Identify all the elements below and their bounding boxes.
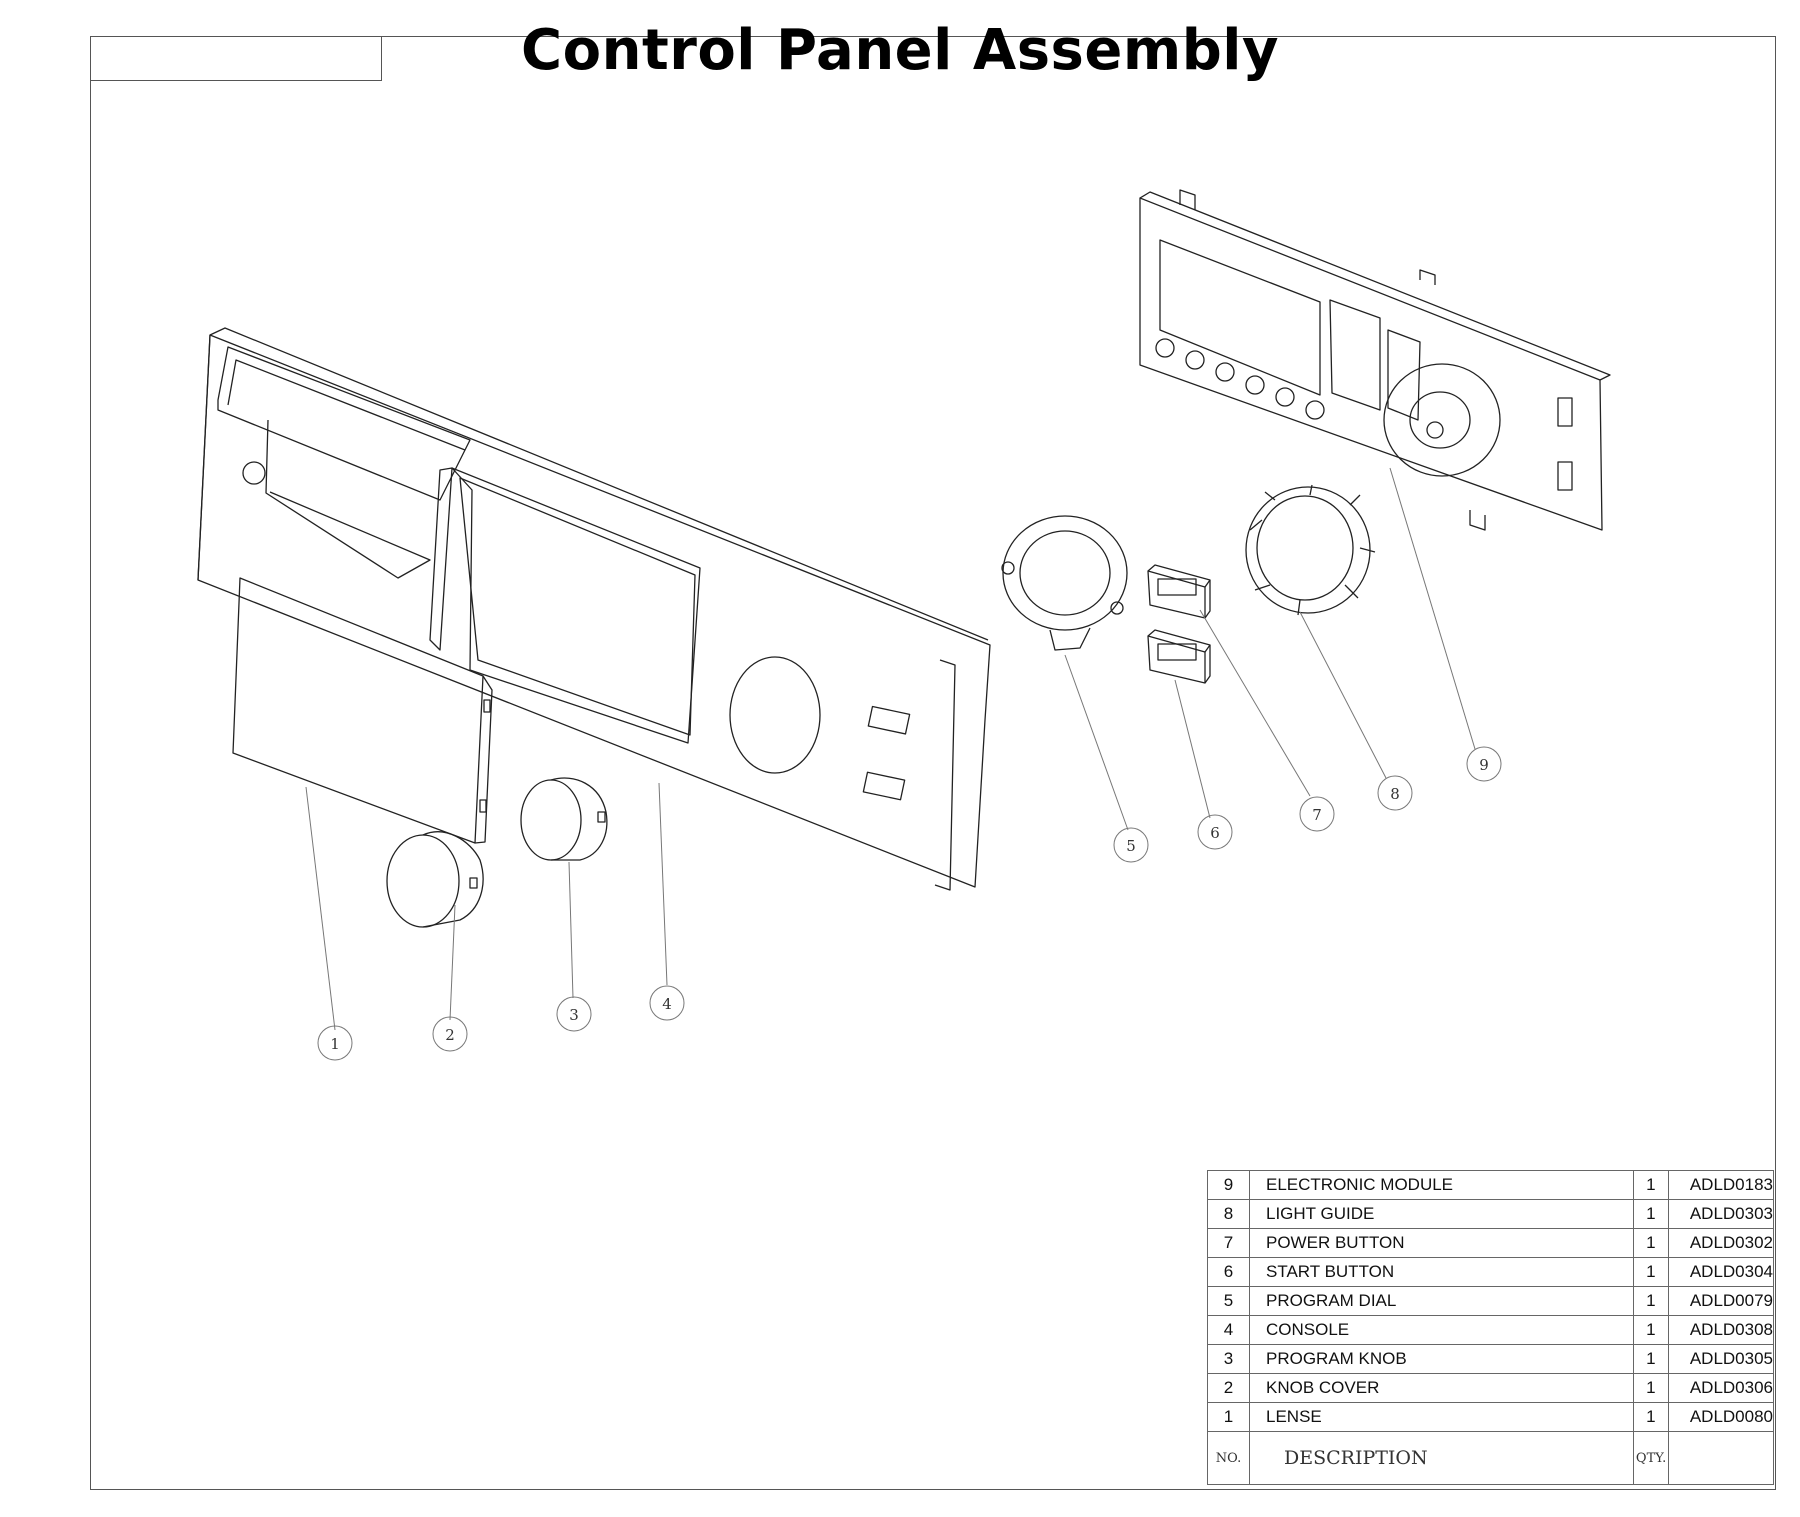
table-row: 7 POWER BUTTON 1 ADLD0302 xyxy=(1207,1228,1775,1258)
table-row: 9 ELECTRONIC MODULE 1 ADLD0183 xyxy=(1207,1170,1775,1200)
row-description: PROGRAM KNOB xyxy=(1249,1344,1634,1374)
callout-1-label: 1 xyxy=(330,1035,340,1053)
callout-5: 5 xyxy=(1113,827,1149,863)
callout-1: 1 xyxy=(317,1025,353,1061)
start-button-part xyxy=(1147,629,1211,684)
callout-9-label: 9 xyxy=(1479,756,1489,774)
row-part-number: ADLD0305 xyxy=(1667,1344,1775,1374)
leader-lines xyxy=(305,467,1476,1031)
table-row: 4 CONSOLE 1 ADLD0308 xyxy=(1207,1315,1775,1345)
callout-8: 8 xyxy=(1377,775,1413,811)
row-description: START BUTTON xyxy=(1249,1257,1634,1287)
program-dial-part xyxy=(1001,515,1128,651)
callout-2: 2 xyxy=(432,1016,468,1052)
row-part-number: ADLD0304 xyxy=(1667,1257,1775,1287)
drawing-border xyxy=(90,36,1776,1490)
row-part-number: ADLD0183 xyxy=(1667,1170,1775,1200)
row-number: 9 xyxy=(1207,1170,1250,1200)
callout-8-label: 8 xyxy=(1390,785,1400,803)
knob-cover-part xyxy=(386,831,484,928)
row-description: LIGHT GUIDE xyxy=(1249,1199,1634,1229)
lense-part xyxy=(232,577,493,844)
light-guide-part xyxy=(1245,484,1376,616)
table-row: 5 PROGRAM DIAL 1 ADLD0079 xyxy=(1207,1286,1775,1316)
row-description: PROGRAM DIAL xyxy=(1249,1286,1634,1316)
callout-4-label: 4 xyxy=(662,995,672,1013)
row-number: 7 xyxy=(1207,1228,1250,1258)
row-number: 3 xyxy=(1207,1344,1250,1374)
callout-9: 9 xyxy=(1466,746,1502,782)
table-row: 1 LENSE 1 ADLD0080 xyxy=(1207,1402,1775,1432)
table-row: 6 START BUTTON 1 ADLD0304 xyxy=(1207,1257,1775,1287)
row-description: ELECTRONIC MODULE xyxy=(1249,1170,1634,1200)
row-number: 6 xyxy=(1207,1257,1250,1287)
row-part-number: ADLD0303 xyxy=(1667,1199,1775,1229)
header-part-number xyxy=(1667,1431,1775,1485)
row-qty: 1 xyxy=(1632,1315,1669,1345)
row-qty: 1 xyxy=(1632,1402,1669,1432)
callout-7: 7 xyxy=(1299,796,1335,832)
row-part-number: ADLD0302 xyxy=(1667,1228,1775,1258)
page-title: Control Panel Assembly xyxy=(521,18,1279,83)
row-part-number: ADLD0079 xyxy=(1667,1286,1775,1316)
power-button-part xyxy=(1147,564,1211,619)
row-description: KNOB COVER xyxy=(1249,1373,1634,1403)
table-row: 2 KNOB COVER 1 ADLD0306 xyxy=(1207,1373,1775,1403)
row-part-number: ADLD0308 xyxy=(1667,1315,1775,1345)
header-qty: QTY. xyxy=(1632,1431,1669,1485)
row-part-number: ADLD0306 xyxy=(1667,1373,1775,1403)
header-description: DESCRIPTION xyxy=(1249,1431,1634,1485)
table-row: 3 PROGRAM KNOB 1 ADLD0305 xyxy=(1207,1344,1775,1374)
callout-6: 6 xyxy=(1197,814,1233,850)
parts-table: 9 ELECTRONIC MODULE 1 ADLD0183 8 LIGHT G… xyxy=(1207,1170,1775,1485)
program-knob-part xyxy=(520,777,608,861)
row-number: 2 xyxy=(1207,1373,1250,1403)
row-qty: 1 xyxy=(1632,1228,1669,1258)
callout-7-label: 7 xyxy=(1312,806,1322,824)
callout-4: 4 xyxy=(649,985,685,1021)
row-number: 8 xyxy=(1207,1199,1250,1229)
row-number: 4 xyxy=(1207,1315,1250,1345)
row-qty: 1 xyxy=(1632,1257,1669,1287)
row-description: LENSE xyxy=(1249,1402,1634,1432)
table-row: 8 LIGHT GUIDE 1 ADLD0303 xyxy=(1207,1199,1775,1229)
row-description: CONSOLE xyxy=(1249,1315,1634,1345)
console-part xyxy=(197,327,991,891)
row-qty: 1 xyxy=(1632,1170,1669,1200)
callout-5-label: 5 xyxy=(1126,837,1136,855)
row-description: POWER BUTTON xyxy=(1249,1228,1634,1258)
header-no: NO. xyxy=(1207,1431,1250,1485)
row-qty: 1 xyxy=(1632,1286,1669,1316)
row-part-number: ADLD0080 xyxy=(1667,1402,1775,1432)
callout-2-label: 2 xyxy=(445,1026,455,1044)
title-corner-box xyxy=(90,36,382,81)
row-number: 5 xyxy=(1207,1286,1250,1316)
row-qty: 1 xyxy=(1632,1199,1669,1229)
table-header-row: NO. DESCRIPTION QTY. xyxy=(1207,1431,1775,1485)
row-number: 1 xyxy=(1207,1402,1250,1432)
callout-3: 3 xyxy=(556,996,592,1032)
electronic-module-part xyxy=(1139,189,1611,531)
row-qty: 1 xyxy=(1632,1373,1669,1403)
callout-6-label: 6 xyxy=(1210,824,1220,842)
callout-3-label: 3 xyxy=(569,1006,579,1024)
row-qty: 1 xyxy=(1632,1344,1669,1374)
